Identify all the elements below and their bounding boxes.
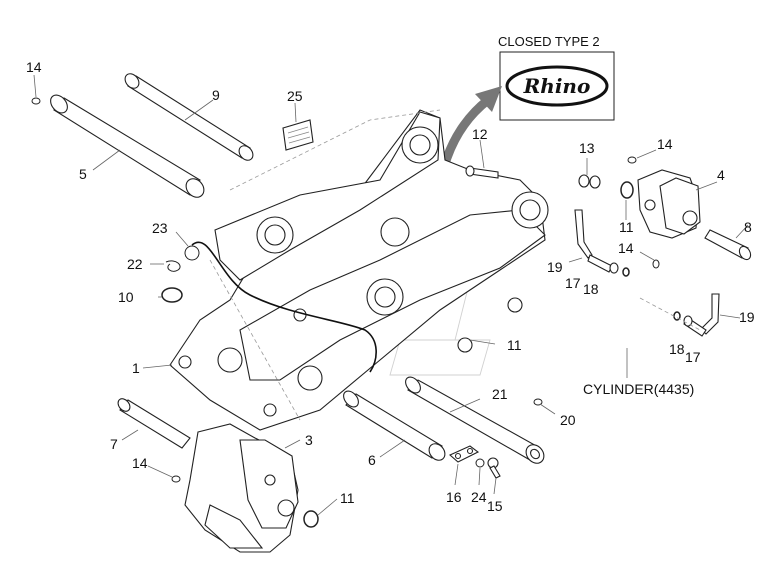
callout-21: 21 xyxy=(492,386,508,402)
pin-5 xyxy=(50,94,205,198)
pin-21 xyxy=(405,376,545,464)
grease-nipple-14b xyxy=(627,156,637,164)
oring-18a xyxy=(622,267,630,277)
hook-4 xyxy=(637,169,701,239)
grease-nipple-14c xyxy=(652,259,660,269)
hose-19a xyxy=(574,209,619,274)
callout-11: 11 xyxy=(619,219,634,235)
closed-type-2-box: CLOSED TYPE 2 Rhino xyxy=(498,34,615,121)
leader-lines xyxy=(33,74,749,516)
svg-text:Rhino: Rhino xyxy=(523,74,591,98)
callout-11: 11 xyxy=(507,337,522,353)
plate-16 xyxy=(448,445,480,463)
callout-19: 19 xyxy=(739,309,755,325)
ring-11c xyxy=(303,510,319,528)
callout-11: 11 xyxy=(340,490,355,506)
callout-18: 18 xyxy=(669,341,685,357)
callout-9: 9 xyxy=(212,87,220,103)
callout-17: 17 xyxy=(565,275,581,291)
callout-8: 8 xyxy=(744,219,752,235)
callout-labels: 14 9 25 5 12 13 14 4 11 8 14 23 19 17 18… xyxy=(26,59,755,514)
callout-6: 6 xyxy=(368,452,376,468)
cylinder-label: CYLINDER(4435) xyxy=(583,381,694,397)
rhino-logo: Rhino xyxy=(505,65,609,107)
washer-24 xyxy=(475,458,485,468)
hose-fitting xyxy=(184,245,200,261)
bolt-12 xyxy=(465,165,499,179)
callout-16: 16 xyxy=(446,489,462,505)
callout-14: 14 xyxy=(132,455,148,471)
callout-10: 10 xyxy=(118,289,134,305)
pin-22 xyxy=(165,260,181,272)
callout-4: 4 xyxy=(717,167,725,183)
pin-6 xyxy=(343,390,446,461)
grease-nipple-14d xyxy=(171,475,181,483)
fitting-13 xyxy=(578,174,601,189)
callout-14: 14 xyxy=(657,136,673,152)
callout-13: 13 xyxy=(579,140,595,156)
callout-24: 24 xyxy=(471,489,487,505)
callout-23: 23 xyxy=(152,220,168,236)
callout-7: 7 xyxy=(110,436,118,452)
callout-15: 15 xyxy=(487,498,503,514)
callout-5: 5 xyxy=(79,166,87,182)
callout-19: 19 xyxy=(547,259,563,275)
closed-type-label: CLOSED TYPE 2 xyxy=(498,34,600,49)
callout-14: 14 xyxy=(26,59,42,75)
hook-3 xyxy=(184,423,299,553)
cylinder-dash xyxy=(639,297,701,331)
grease-nipple-14a xyxy=(31,97,41,105)
pin-7 xyxy=(117,398,191,449)
grease-nipple-20 xyxy=(533,398,543,406)
callout-3: 3 xyxy=(305,432,313,448)
callout-14: 14 xyxy=(618,240,634,256)
decal-25 xyxy=(282,119,314,151)
hose-23 xyxy=(191,241,377,373)
callout-20: 20 xyxy=(560,412,576,428)
ring-11a xyxy=(620,181,634,199)
ring-10 xyxy=(161,287,183,303)
pin-8 xyxy=(704,229,752,261)
callout-17: 17 xyxy=(685,349,701,365)
callout-25: 25 xyxy=(287,88,303,104)
hose-19b xyxy=(683,293,720,337)
bolt-15 xyxy=(487,457,501,479)
callout-1: 1 xyxy=(132,360,140,376)
callout-22: 22 xyxy=(127,256,143,272)
callout-18: 18 xyxy=(583,281,599,297)
coupler-frame xyxy=(169,109,549,431)
callout-12: 12 xyxy=(472,126,488,142)
